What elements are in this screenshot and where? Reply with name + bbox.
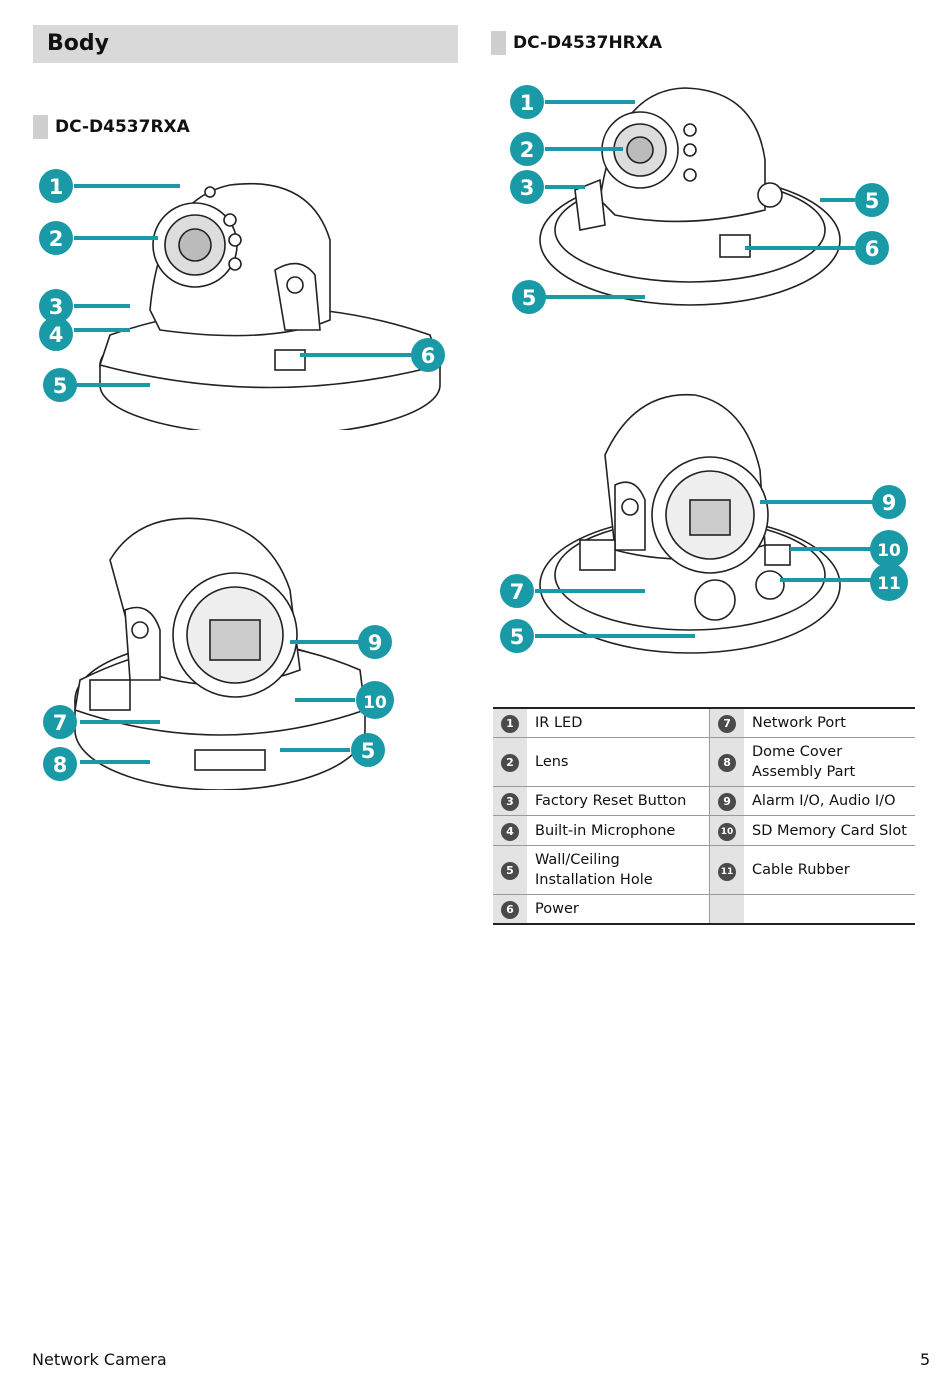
callout-3: 3 <box>520 176 535 200</box>
callout-7: 7 <box>510 580 525 604</box>
section-title: Body <box>47 31 109 56</box>
part-label: IR LED <box>527 707 711 738</box>
parts-table: 1 IR LED 7 Network Port 2 Lens 8 Dome Co… <box>493 707 915 925</box>
callout-7: 7 <box>53 711 68 735</box>
table-row: 3 Factory Reset Button 9 Alarm I/O, Audi… <box>493 786 915 816</box>
title-bar <box>33 115 48 139</box>
part-label: SD Memory Card Slot <box>744 815 915 846</box>
callout-3: 3 <box>49 295 64 319</box>
callout-1: 1 <box>49 175 64 199</box>
part-label: Lens <box>527 737 711 787</box>
camera-front-illustration-rxa: 1 2 3 4 5 6 <box>39 169 445 430</box>
callout-5: 5 <box>53 374 68 398</box>
footer-product-name: Network Camera <box>32 1350 167 1369</box>
callout-10: 10 <box>877 541 901 561</box>
table-row: 5 Wall/Ceiling Installation Hole 11 Cabl… <box>493 845 915 895</box>
callout-5: 5 <box>361 739 376 763</box>
part-label: Built-in Microphone <box>527 815 711 846</box>
part-number-badge: 7 <box>718 715 737 733</box>
callout-1: 1 <box>520 91 535 115</box>
callout-9: 9 <box>368 631 383 655</box>
callout-5: 5 <box>510 625 525 649</box>
part-number-badge: 8 <box>718 754 737 772</box>
callout-8: 8 <box>53 753 68 777</box>
part-number-badge: 3 <box>501 793 519 811</box>
callout-2: 2 <box>520 138 535 162</box>
callout-11: 11 <box>877 574 901 594</box>
part-label: Network Port <box>744 707 915 738</box>
section-header: Body <box>33 25 458 63</box>
callout-4: 4 <box>49 323 64 347</box>
part-number-badge: 5 <box>501 862 519 880</box>
model-title-right: DC-D4537HRXA <box>491 31 662 55</box>
part-label: Cable Rubber <box>744 845 915 895</box>
title-bar <box>491 31 506 55</box>
part-label: Power <box>527 894 711 925</box>
model-title-left: DC-D4537RXA <box>33 115 190 139</box>
part-number-badge: 2 <box>501 754 519 772</box>
callout-5: 5 <box>865 189 880 213</box>
part-label <box>744 894 915 925</box>
part-number-badge: 1 <box>501 715 519 733</box>
part-label: Wall/Ceiling Installation Hole <box>527 845 711 895</box>
callout-6: 6 <box>865 237 880 261</box>
part-label: Alarm I/O, Audio I/O <box>744 786 915 816</box>
part-number-badge: 6 <box>501 901 519 919</box>
table-row: 4 Built-in Microphone 10 SD Memory Card … <box>493 815 915 846</box>
camera-rear-illustration-rxa: 9 10 7 5 8 <box>43 517 394 790</box>
part-label: Dome Cover Assembly Part <box>744 737 915 787</box>
callout-5: 5 <box>522 286 537 310</box>
table-row: 6 Power <box>493 894 915 925</box>
part-number-badge: 4 <box>501 822 519 841</box>
table-row: 1 IR LED 7 Network Port <box>493 707 915 738</box>
table-row: 2 Lens 8 Dome Cover Assembly Part <box>493 737 915 787</box>
camera-front-illustration-hrxa: 1 2 3 5 6 5 <box>510 85 889 314</box>
camera-rear-illustration-hrxa: 9 10 11 7 5 <box>500 393 908 654</box>
part-number-badge: 10 <box>718 823 737 841</box>
callout-9: 9 <box>882 491 897 515</box>
part-number-badge: 9 <box>718 793 737 811</box>
callout-10: 10 <box>363 693 387 713</box>
callout-6: 6 <box>421 344 436 368</box>
part-number-badge: 11 <box>718 862 737 881</box>
callout-2: 2 <box>49 227 64 251</box>
page-number: 5 <box>920 1350 931 1369</box>
part-label: Factory Reset Button <box>527 786 711 816</box>
